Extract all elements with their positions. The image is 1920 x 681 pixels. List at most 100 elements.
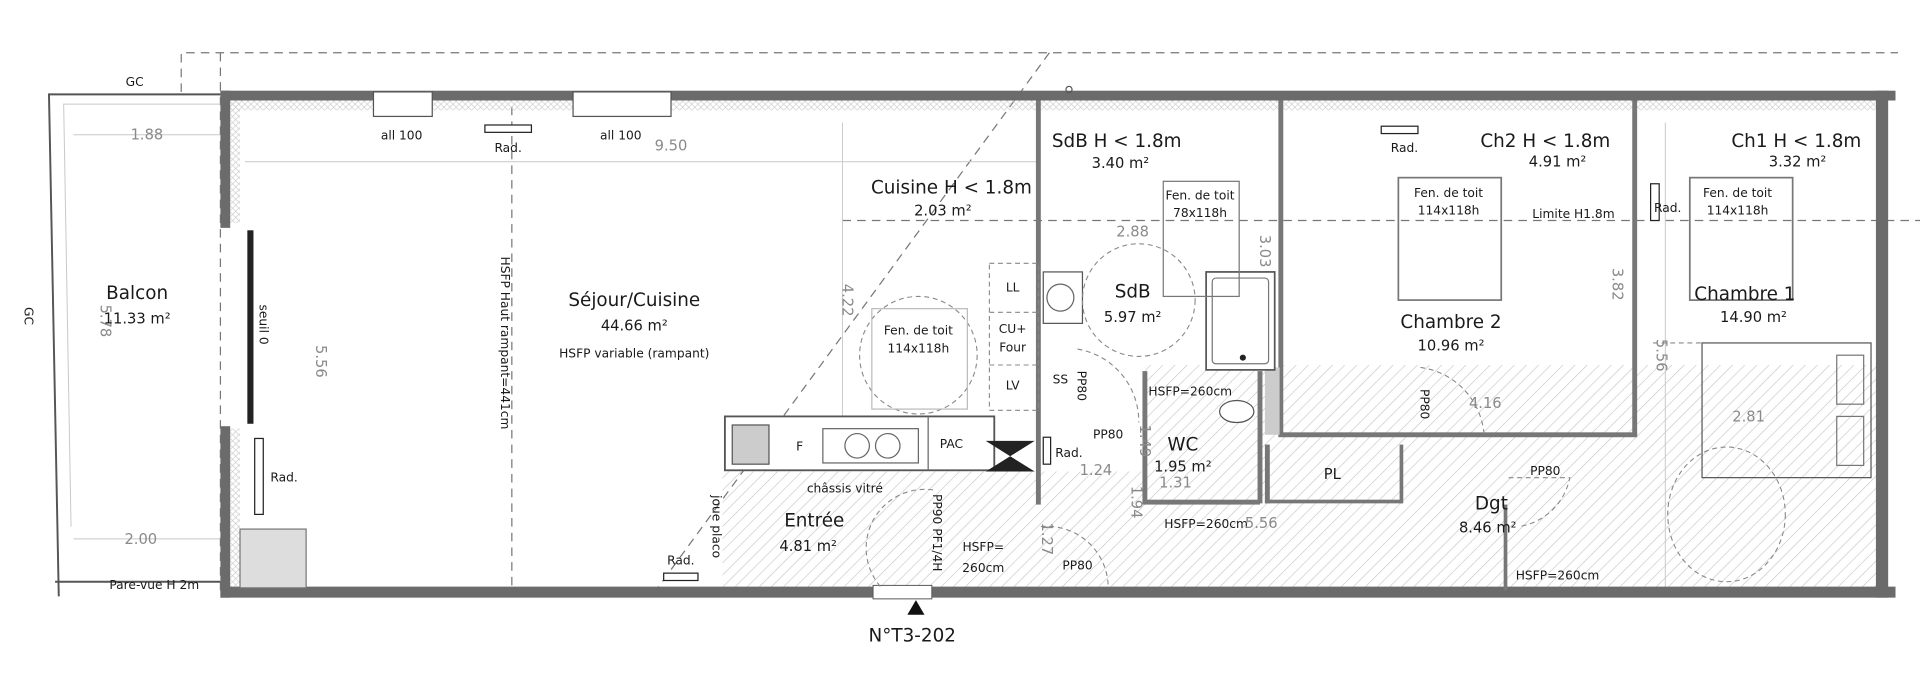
radiator-left <box>254 437 264 515</box>
label: GC <box>21 307 35 325</box>
label: HSFP=260cm <box>1164 517 1248 531</box>
room-name: Cuisine H < 1.8m <box>871 178 1032 199</box>
skylight-cuisine <box>871 308 968 410</box>
room-area: 11.33 m² <box>104 310 171 327</box>
entrance-arrow-icon <box>907 600 925 615</box>
door-swing <box>1508 477 1571 528</box>
room-area: 4.81 m² <box>779 538 837 555</box>
hatched-circulation-zone <box>722 364 1880 592</box>
label: PP80 <box>1530 464 1560 478</box>
label: PP80 <box>1062 558 1092 572</box>
exterior-walls <box>220 90 1896 600</box>
label: Fen. de toit <box>1703 186 1772 200</box>
storage-box <box>239 528 307 589</box>
label: Rad. <box>1654 201 1681 215</box>
room-name: Ch2 H < 1.8m <box>1480 131 1610 152</box>
dimension: 9.50 <box>655 138 688 155</box>
dimension: 4.22 <box>838 284 855 317</box>
skylight-ch2 <box>1397 176 1503 301</box>
label: Four <box>999 341 1027 355</box>
room-name: Entrée <box>784 511 844 532</box>
label: joue placo <box>710 494 724 558</box>
label: PP80 <box>1093 427 1123 441</box>
label: LV <box>1006 378 1020 392</box>
radiator-bottom <box>663 572 699 582</box>
door-swing <box>865 488 934 589</box>
label: Fen. de toit <box>884 323 953 337</box>
bathtub <box>1205 271 1276 371</box>
radiator-top <box>484 124 533 133</box>
label: PP80 <box>1075 371 1089 401</box>
room-area: 3.40 m² <box>1092 155 1150 172</box>
dimension: 2.88 <box>1116 223 1149 240</box>
label: Limite H1.8m <box>1532 207 1614 221</box>
kitchen-counter <box>723 262 1039 472</box>
room-area: 8.46 m² <box>1459 520 1517 537</box>
room-area: 3.32 m² <box>1769 154 1827 171</box>
room-name: Chambre 2 <box>1400 312 1501 333</box>
room-area: 4.91 m² <box>1529 154 1587 171</box>
label: SS <box>1053 372 1069 386</box>
washbasin <box>1042 271 1084 324</box>
label: 114x118h <box>1418 203 1480 217</box>
room-area: 10.96 m² <box>1418 337 1485 354</box>
toilet <box>1218 399 1255 424</box>
skylight-ch1 <box>1688 176 1794 301</box>
dimension: 1.94 <box>1127 486 1144 519</box>
label: seuil 0 <box>257 305 271 345</box>
dimension: 1.27 <box>1038 523 1055 556</box>
radiator-ch1 <box>1650 183 1660 222</box>
balcony <box>47 93 221 597</box>
room-name: SdB <box>1115 282 1151 303</box>
label: Rad. <box>494 141 521 155</box>
dimension: 5.78 <box>96 305 113 338</box>
room-area: 5.97 m² <box>1104 309 1162 326</box>
dimension: 2.00 <box>124 531 157 548</box>
label: HSFP variable (rampant) <box>559 347 709 361</box>
dimension: 1.88 <box>131 127 164 144</box>
bed-chambre-1 <box>1701 342 1872 479</box>
label: 114x118h <box>1707 203 1769 217</box>
room-area: 1.95 m² <box>1154 459 1212 476</box>
label: HSFP=260cm <box>1516 568 1600 582</box>
label: LL <box>1006 281 1020 295</box>
label: all 100 <box>600 129 642 143</box>
unit-number: N°T3-202 <box>869 626 956 647</box>
insulation-band <box>230 100 1876 111</box>
dimension: 1.31 <box>1159 474 1192 491</box>
label: F <box>796 440 803 454</box>
dimension: 4.16 <box>1469 395 1502 412</box>
door-swing <box>1077 348 1140 423</box>
dimension: 3.03 <box>1256 235 1273 268</box>
label: châssis vitré <box>807 481 883 495</box>
window-1 <box>372 91 433 118</box>
label: Pare-vue H 2m <box>109 578 199 592</box>
turning-circle <box>1667 446 1786 583</box>
dimension: 1.24 <box>1080 462 1113 479</box>
room-name: Chambre 1 <box>1694 284 1795 305</box>
turning-circle <box>1081 243 1196 357</box>
label: Rad. <box>1055 446 1082 460</box>
label: HSFP Haut rampant=441cm <box>498 256 512 429</box>
dimension: 2.81 <box>1732 408 1765 425</box>
label: PL <box>1324 466 1342 483</box>
patio-door <box>247 230 254 424</box>
label: CU+ <box>999 322 1027 336</box>
room-name: Dgt <box>1475 493 1508 514</box>
window-2 <box>572 91 672 118</box>
label: Rad. <box>1391 141 1418 155</box>
label: HSFP= <box>962 540 1004 554</box>
dimension: 5.56 <box>312 345 329 378</box>
label: all 100 <box>381 129 423 143</box>
label: 260cm <box>962 561 1004 575</box>
dimension: 1.49 <box>1136 425 1153 458</box>
label: Fen. de toit <box>1165 189 1234 203</box>
dimension: 5.56 <box>1653 339 1670 372</box>
label: PP90 PF1/4H <box>930 494 944 572</box>
dimension: 5.56 <box>1245 515 1278 532</box>
room-area: 44.66 m² <box>601 318 668 335</box>
label: Rad. <box>270 470 297 484</box>
label: 78x118h <box>1173 206 1227 220</box>
room-area: 2.03 m² <box>914 203 972 220</box>
